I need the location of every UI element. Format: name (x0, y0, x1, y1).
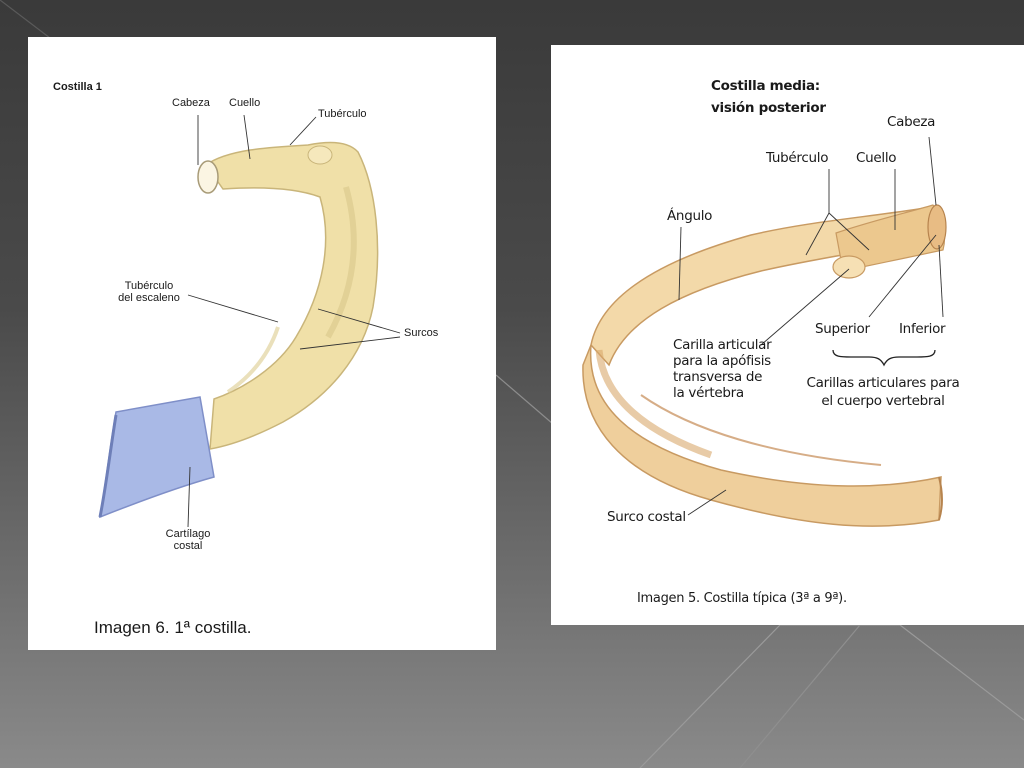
label-cartilago-line1: Cartílago (165, 528, 211, 540)
label-carilla-line4: la vértebra (673, 385, 744, 401)
label-cabeza-media: Cabeza (887, 114, 936, 130)
figure-header: Costilla 1 (53, 81, 102, 93)
label-cuello: Cuello (229, 97, 261, 109)
label-surco-costal: Surco costal (607, 509, 686, 525)
label-carilla-articular-apofisis: Carilla articular para la apófisis trans… (673, 337, 772, 401)
label-tuberculo-escaleno: Tubérculo del escaleno (106, 280, 192, 304)
first-rib-figure: Costilla 1 Cabeza Cuello Tubérculo Tubér… (28, 37, 496, 650)
label-carillas-line2: el cuerpo vertebral (821, 393, 945, 409)
label-cuello-media: Cuello (856, 150, 897, 166)
label-tuberculo: Tubérculo (318, 108, 367, 120)
label-carilla-line1: Carilla articular (673, 337, 772, 353)
label-tuberculo-escaleno-line1: Tubérculo (124, 280, 174, 292)
figure-title-line1: Costilla media: (711, 78, 820, 94)
label-inferior: Inferior (899, 321, 946, 337)
label-surcos: Surcos (404, 327, 439, 339)
label-angulo: Ángulo (667, 208, 713, 224)
label-cartilago-costal: Cartílago costal (150, 528, 226, 552)
label-cabeza: Cabeza (172, 97, 210, 109)
label-carillas-line1: Carillas articulares para (806, 375, 960, 391)
typical-rib-illustration (582, 136, 947, 527)
label-tuberculo-media: Tubérculo (766, 150, 829, 166)
figure-caption: Imagen 6. 1ª costilla. (94, 618, 252, 637)
typical-rib-figure: Costilla media: visión posterior Cabeza … (551, 45, 1024, 625)
label-tuberculo-escaleno-line2: del escaleno (118, 292, 180, 304)
label-cartilago-line2: costal (173, 540, 203, 552)
figure-title-line2: visión posterior (711, 100, 826, 116)
first-rib-illustration (98, 114, 401, 528)
label-superior: Superior (815, 321, 870, 337)
label-carilla-line3: transversa de (673, 369, 763, 385)
figure-caption-right: Imagen 5. Costilla típica (3ª a 9ª). (637, 591, 847, 606)
label-carilla-line2: para la apófisis (673, 353, 771, 369)
label-carillas-cuerpo-vertebral: Carillas articulares para el cuerpo vert… (797, 374, 969, 410)
